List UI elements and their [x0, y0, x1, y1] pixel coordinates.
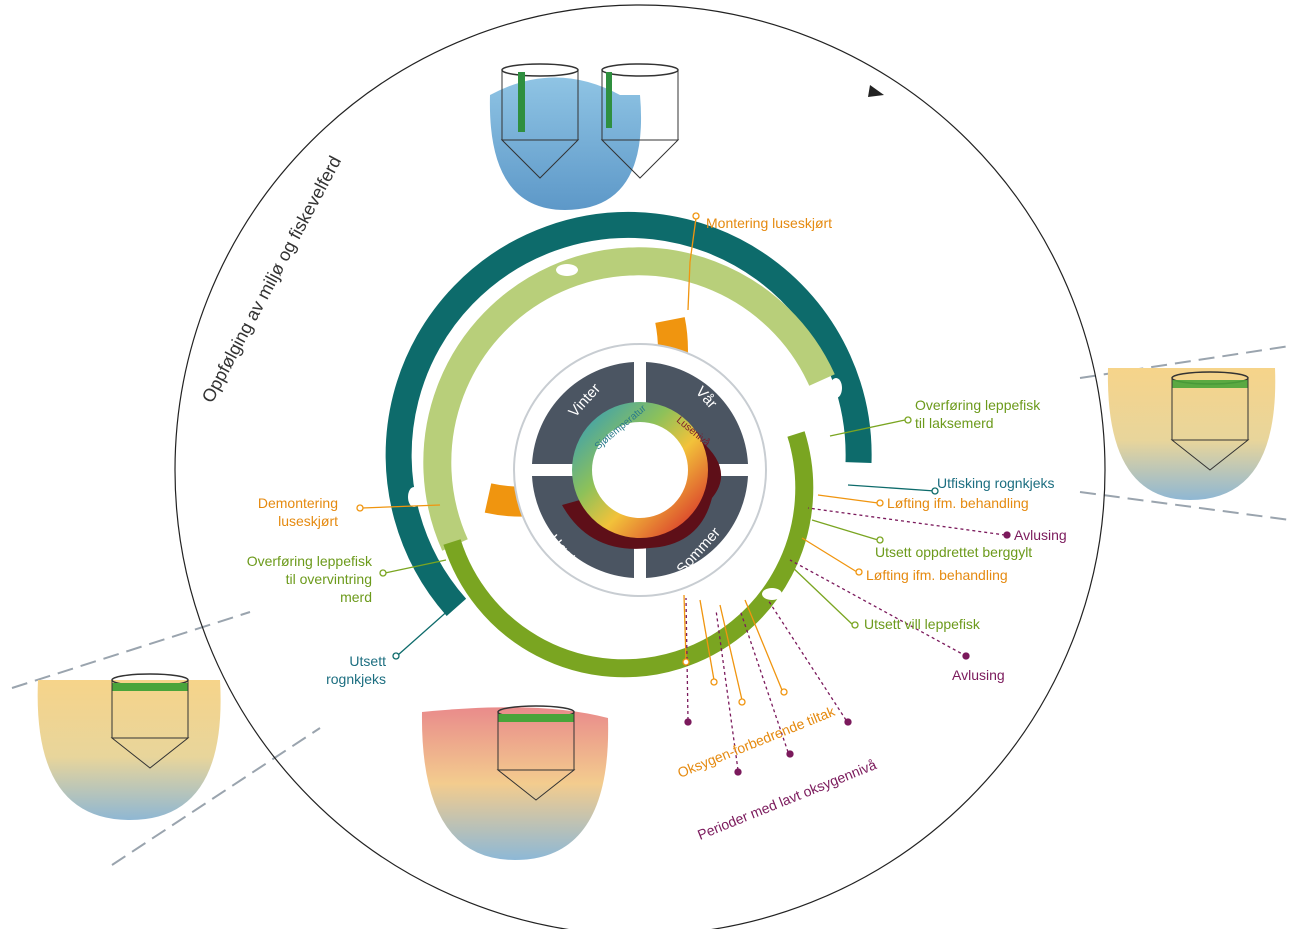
direction-arrow-icon: [868, 85, 884, 97]
label-demontering-1: Demontering: [258, 495, 338, 511]
label-overforing-overvintring-3: merd: [340, 589, 372, 605]
sea-temperature-ring: [572, 402, 708, 538]
label-lavt-oksygen: Perioder med lavt oksygennivå: [695, 756, 879, 843]
cage-winter: [489, 63, 680, 210]
label-utsett-rognkjeks-2: rognkjeks: [326, 671, 386, 687]
label-utsett-rognkjeks-1: Utsett: [349, 653, 386, 669]
green-ring-wrasse: [443, 431, 814, 678]
label-overforing-laksemerd-2: til laksemerd: [915, 415, 994, 431]
fish-icon: [408, 264, 842, 647]
outer-circle-label: Oppfølging av miljø og fiskevelferd: [198, 153, 345, 406]
cage-spring: [1107, 368, 1276, 500]
cage-autumn: [37, 673, 221, 820]
label-avlusing-2: Avlusing: [952, 667, 1005, 683]
cage-summer: [421, 705, 609, 860]
label-lofting-behandling-1: Løfting ifm. behandling: [887, 495, 1029, 511]
label-utsett-vill-leppefisk: Utsett vill leppefisk: [864, 616, 981, 632]
light-green-ring: [423, 247, 835, 551]
label-demontering-2: luseskjørt: [278, 513, 338, 529]
label-overforing-overvintring-2: til overvintring: [286, 571, 372, 587]
label-oksygen-tiltak: Oksygen-forbedrende tiltak: [675, 703, 838, 781]
label-montering-luseskjort: Montering luseskjørt: [706, 215, 832, 231]
label-avlusing-1: Avlusing: [1014, 527, 1067, 543]
label-utfisking-rognkjeks: Utfisking rognkjeks: [937, 475, 1055, 491]
callout-dots: [356, 212, 1011, 776]
label-overforing-laksemerd-1: Overføring leppefisk: [915, 397, 1041, 413]
label-overforing-overvintring-1: Overføring leppefisk: [247, 553, 373, 569]
lice-skirt-icon: [505, 424, 790, 551]
teal-ring-lumpfish: [385, 211, 872, 616]
label-utsett-oppdrettet-berggylt: Utsett oppdrettet berggylt: [875, 544, 1032, 560]
label-lofting-behandling-2: Løfting ifm. behandling: [866, 567, 1008, 583]
outer-monitoring-circle: [174, 4, 1106, 929]
